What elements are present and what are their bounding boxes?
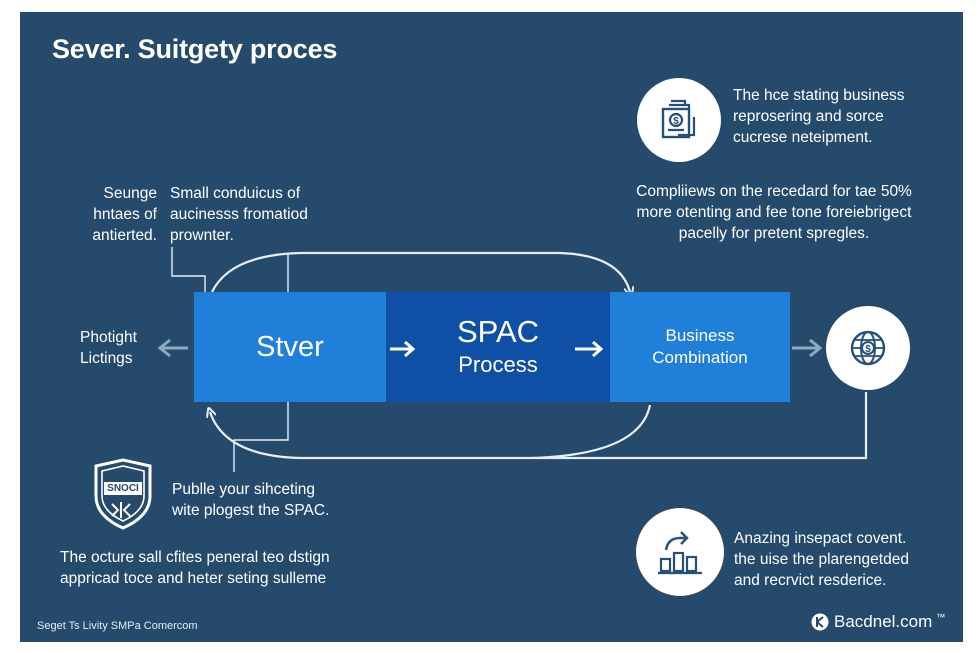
bottom-left-note-line: The octure sall cfites peneral teo dstig… bbox=[60, 549, 330, 566]
svg-text:$: $ bbox=[865, 344, 871, 355]
stver-label: Stver bbox=[256, 330, 324, 363]
left-top-col2-line: Small conduicus of bbox=[170, 185, 301, 202]
business-combination-box: Business Combination bbox=[610, 292, 790, 402]
left-side-arrow bbox=[157, 338, 188, 358]
right-mid-line: Compliiews on the recedard for tae 50% bbox=[636, 183, 912, 200]
leader-line-top bbox=[171, 247, 206, 292]
shield-badge-icon bbox=[94, 458, 152, 530]
right-globe-circle: $ bbox=[826, 306, 910, 390]
right-top-text: The hce stating business reprosering and… bbox=[733, 85, 904, 148]
bottom-return-line bbox=[210, 412, 530, 460]
left-side-line: Photight bbox=[80, 329, 137, 346]
arrow-box1-box2 bbox=[390, 340, 416, 358]
footer-brand-mark: ™ bbox=[936, 612, 946, 622]
bottom-right-line: Anazing insepact covent. bbox=[734, 530, 907, 547]
left-top-col1-line: Seunge bbox=[103, 185, 157, 202]
business-label: Business bbox=[665, 326, 735, 345]
shield-text-line: Publle your sihceting bbox=[172, 481, 316, 498]
left-top-col2-line: aucinesss fromatiod bbox=[170, 206, 308, 223]
left-top-col1-line: hntaes of bbox=[93, 206, 157, 223]
left-top-col2-line: prownter. bbox=[170, 227, 234, 244]
shield-text: Publle your sihceting wite plogest the S… bbox=[172, 479, 329, 521]
arrow-box2-box3 bbox=[575, 340, 604, 358]
spac-label: SPAC bbox=[456, 314, 540, 349]
leader-line-bottom bbox=[233, 402, 289, 472]
footer-brand-name: Bacdnel.com bbox=[834, 612, 933, 631]
right-top-line: reprosering and sorce bbox=[733, 108, 884, 125]
bottom-left-note-line: appricad toce and heter seting sulleme bbox=[60, 570, 327, 587]
globe-dollar-icon: $ bbox=[850, 330, 886, 366]
spac-process-box: SPAC Process bbox=[386, 292, 610, 402]
right-mid-line: more otenting and fee tone foreiebrigect bbox=[636, 204, 912, 221]
process-label: Process bbox=[458, 352, 538, 377]
right-side-arrow bbox=[792, 338, 823, 358]
brand-logo-icon bbox=[811, 613, 829, 631]
bottom-right-line: and recrvict resderice. bbox=[734, 572, 887, 589]
money-document-icon: $ bbox=[661, 99, 696, 139]
left-top-col1: Seunge hntaes of antierted. bbox=[70, 183, 157, 246]
chart-arrow-icon bbox=[658, 531, 702, 575]
left-side-line: Lictings bbox=[80, 350, 133, 367]
right-mid-text: Compliiews on the recedard for tae 50% m… bbox=[608, 181, 940, 244]
shield-badge: SNOCI bbox=[90, 458, 156, 530]
combination-label: Combination bbox=[652, 348, 748, 367]
shield-badge-label: SNOCI bbox=[107, 483, 139, 494]
bottom-loop-line bbox=[529, 392, 868, 460]
footer-left-text: Seget Ts Livity SMPa Comercom bbox=[37, 620, 198, 632]
top-loop-line bbox=[211, 251, 630, 292]
bottom-right-circle bbox=[636, 508, 724, 596]
left-side-text: Photight Lictings bbox=[80, 327, 137, 369]
top-right-circle: $ bbox=[637, 78, 721, 162]
page-title: Sever. Suitgety proces bbox=[52, 34, 338, 64]
right-top-line: cucrese neteipment. bbox=[733, 129, 873, 146]
right-top-line: The hce stating business bbox=[733, 87, 905, 104]
svg-text:$: $ bbox=[673, 116, 679, 127]
stver-box: Stver bbox=[194, 292, 386, 402]
left-top-col2: Small conduicus of aucinesss fromatiod p… bbox=[170, 183, 360, 246]
bottom-left-note: The octure sall cfites peneral teo dstig… bbox=[60, 547, 330, 589]
left-top-col1-line: antierted. bbox=[92, 227, 157, 244]
shield-text-line: wite plogest the SPAC. bbox=[172, 502, 330, 519]
bottom-right-text: Anazing insepact covent. the uise the pl… bbox=[734, 528, 909, 591]
right-mid-line: pacelly for pretent spregles. bbox=[678, 225, 870, 242]
bottom-right-line: the uise the plarengetded bbox=[734, 551, 909, 568]
footer-brand: Bacdnel.com ™ bbox=[810, 612, 945, 632]
